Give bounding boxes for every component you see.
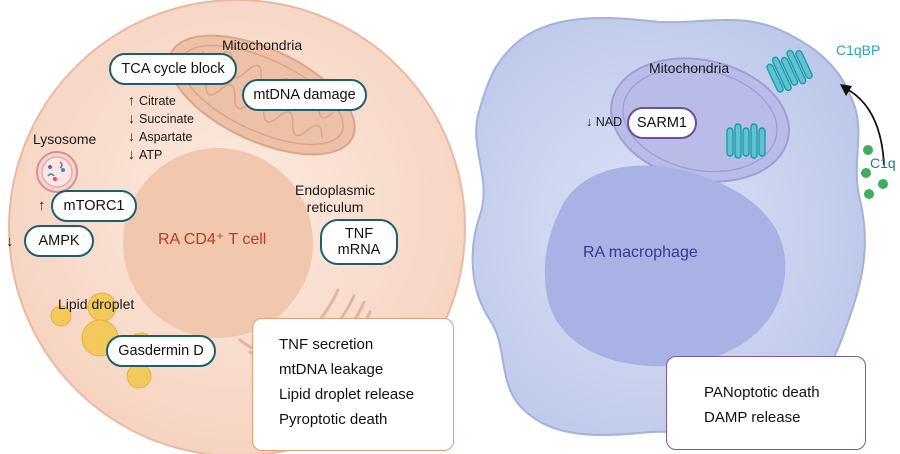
- er-label: Endoplasmic reticulum: [295, 182, 376, 215]
- sarm1-pill: SARM1: [627, 107, 697, 139]
- macrophage-nucleus: [544, 165, 786, 367]
- c1qbp-label: C1qBP: [836, 42, 881, 58]
- metabolite-item: ↓Aspartate: [128, 128, 193, 144]
- lysosome: [36, 151, 78, 193]
- outcome-item: DAMP release: [704, 409, 801, 426]
- mitochondria-label-macrophage: Mitochondria: [649, 60, 730, 76]
- tnf-mrna-pill: TNF mRNA: [320, 219, 398, 265]
- ampk-down-arrow: ↓: [6, 233, 14, 250]
- macrophage-label: RA macrophage: [583, 244, 698, 261]
- ampk-pill: AMPK: [24, 225, 94, 257]
- lysosome-label: Lysosome: [33, 131, 97, 147]
- t-cell-outcomes-box: TNF secretion mtDNA leakage Lipid drople…: [252, 318, 454, 451]
- outcome-item: Pyroptotic death: [279, 411, 388, 428]
- outcome-item: Lipid droplet release: [279, 386, 415, 403]
- gasdermin-d-pill: Gasdermin D: [106, 335, 216, 367]
- mitochondria-label-t-cell: Mitochondria: [222, 37, 303, 53]
- mtorc1-up-arrow: ↑: [38, 197, 46, 214]
- c1q-label: C1q: [870, 155, 896, 171]
- metabolite-item: ↓ATP: [128, 146, 163, 162]
- metabolite-list: ↑Citrate ↓Succinate ↓Aspartate ↓ATP: [128, 92, 194, 164]
- c1qbp-mito-protein: [726, 123, 766, 159]
- mtdna-damage-pill: mtDNA damage: [242, 79, 367, 111]
- macrophage-outcomes-box: PANoptotic death DAMP release: [666, 356, 866, 450]
- t-cell-label: RA CD4⁺ T cell: [158, 231, 267, 248]
- c1qbp-surface-receptor: [766, 49, 813, 93]
- c1q-binding-arrowhead: [840, 84, 852, 96]
- t-cell-nucleus: [123, 148, 313, 338]
- c1q-molecules: [861, 145, 888, 199]
- mtorc1-pill: mTORC1: [51, 190, 137, 222]
- nad-label: ↓ NAD: [586, 115, 623, 129]
- metabolite-item: ↓Succinate: [128, 110, 194, 126]
- outcome-item: mtDNA leakage: [279, 361, 384, 378]
- tca-cycle-block-pill: TCA cycle block: [109, 53, 237, 85]
- outcome-item: TNF secretion: [279, 336, 374, 353]
- outcome-item: PANoptotic death: [704, 384, 820, 401]
- c1q-binding-arrow: [844, 87, 885, 166]
- lipid-droplet-label: Lipid droplet: [58, 296, 135, 312]
- metabolite-item: ↑Citrate: [128, 92, 176, 108]
